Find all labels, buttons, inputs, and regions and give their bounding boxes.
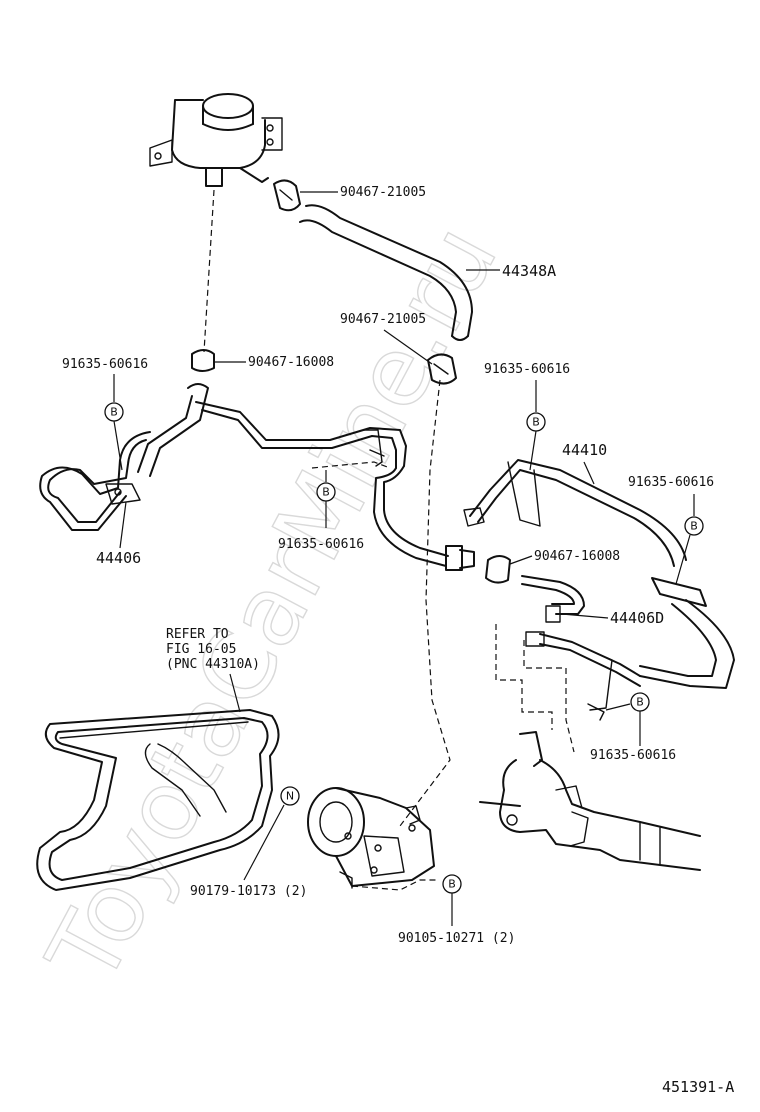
label-hose-return: 44348A	[502, 262, 556, 280]
leader-bolt-pump-n	[243, 804, 285, 881]
leader-tube-pressure	[583, 461, 595, 485]
svg-text:B: B	[532, 416, 540, 429]
svg-text:B: B	[448, 878, 456, 891]
clamp-left	[191, 349, 215, 372]
steering-gear	[479, 731, 701, 871]
pressure-tube	[463, 459, 735, 689]
label-bolt-center: 91635-60616	[278, 537, 364, 552]
svg-text:B: B	[322, 486, 330, 499]
alignment-line-center	[311, 461, 391, 469]
diagram-id: 451391-A	[662, 1078, 734, 1096]
label-clamp-right: 90467-16008	[534, 549, 620, 564]
refer-note-line2: FIG 16-05	[166, 642, 236, 657]
badge-b-right-top: B	[526, 412, 546, 432]
clamp-mid	[427, 353, 457, 385]
badge-b-center: B	[316, 482, 336, 502]
clamp-top	[273, 179, 301, 212]
leader-clamp-right	[509, 555, 533, 565]
label-bolt-pump-b: 90105-10271 (2)	[398, 931, 515, 946]
drive-belt	[36, 709, 280, 891]
label-clamp-top: 90467-21005	[340, 185, 426, 200]
leader-bolt-right-low	[605, 703, 631, 711]
label-clamp-left: 90467-16008	[248, 355, 334, 370]
badge-b-right-low: B	[630, 692, 650, 712]
alignment-line-pump	[351, 879, 436, 891]
alignment-line-gear-b	[523, 640, 575, 753]
label-bolt-right-mid: 91635-60616	[628, 475, 714, 490]
leader-refer-note	[229, 673, 241, 713]
alignment-line-mid	[399, 379, 451, 827]
label-bolt-right-low: 91635-60616	[590, 748, 676, 763]
label-clamp-mid: 90467-21005	[340, 312, 426, 327]
label-tube-right: 44406D	[610, 609, 664, 627]
supply-hose	[373, 465, 475, 571]
badge-b-right-mid: B	[684, 516, 704, 536]
label-bolt-pump-n: 90179-10173 (2)	[190, 884, 307, 899]
leader-tube-left	[119, 501, 127, 549]
tube-right	[521, 575, 641, 721]
leader-tube-right	[561, 613, 609, 619]
label-tube-left: 44406	[96, 549, 141, 567]
label-tube-pressure: 44410	[562, 441, 607, 459]
leader-clamp-mid	[383, 329, 433, 365]
svg-text:B: B	[636, 696, 644, 709]
label-bolt-right-top: 91635-60616	[484, 362, 570, 377]
svg-text:N: N	[286, 790, 294, 803]
label-bolt-left: 91635-60616	[62, 357, 148, 372]
leader-bolt-right-mid-low	[675, 534, 691, 585]
refer-note-line1: REFER TO	[166, 627, 229, 642]
badge-b-pump: B	[442, 874, 462, 894]
svg-text:B: B	[690, 520, 698, 533]
power-steering-pump	[307, 787, 435, 889]
clamp-right	[485, 555, 511, 584]
svg-text:B: B	[110, 406, 118, 419]
refer-note-line3: (PNC 44310A)	[166, 657, 260, 672]
badge-n-pump: N	[280, 786, 300, 806]
return-tube-left	[39, 383, 407, 531]
alignment-line-reservoir	[203, 189, 215, 353]
reservoir-tank	[149, 93, 283, 187]
badge-b-left: B	[104, 402, 124, 422]
return-hose	[299, 204, 473, 341]
